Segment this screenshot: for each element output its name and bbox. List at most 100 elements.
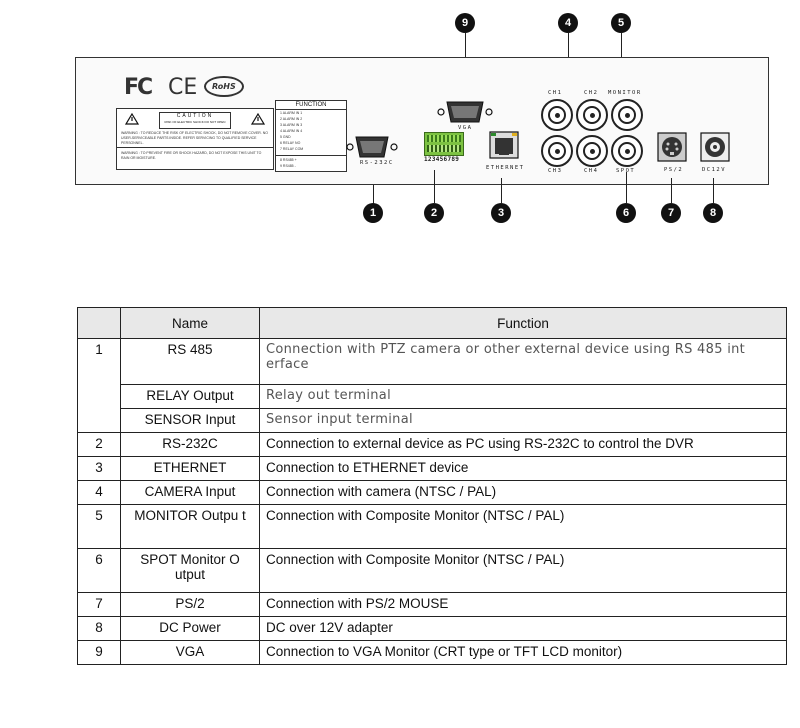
row-number: 3	[77, 456, 121, 481]
ch4-bnc-icon	[576, 135, 608, 167]
terminal-screws	[427, 135, 461, 142]
row-name: RELAY Output	[120, 384, 260, 409]
ethernet-port-icon	[489, 131, 519, 159]
row-function: Sensor input terminal	[259, 408, 787, 433]
function-row: 5 GND	[280, 135, 291, 139]
row-function: Connection to ETHERNET device	[259, 456, 787, 481]
table-header-row: Name Function	[77, 307, 787, 339]
header-number	[77, 307, 121, 339]
terminal-numbers: 123456789	[424, 156, 460, 163]
table-row: 4 CAMERA Input Connection with camera (N…	[77, 480, 787, 505]
fcc-logo: FC	[124, 75, 153, 100]
header-function: Function	[259, 307, 787, 339]
row-number: 7	[77, 592, 121, 617]
ps2-port-icon	[657, 132, 687, 162]
table-row: RELAY Output Relay out terminal	[78, 384, 787, 409]
vga-connector-icon	[437, 101, 493, 123]
function-row: 7 RELAY COM	[280, 147, 304, 151]
table-row: 8 DC Power DC over 12V adapter	[77, 616, 787, 641]
row-function: Connection to VGA Monitor (CRT type or T…	[259, 640, 787, 665]
callout-3: 3	[491, 203, 511, 223]
table-body: 1 RS 485 Connection with PTZ camera or o…	[77, 338, 787, 665]
vga-label: VGA	[458, 125, 473, 131]
table-row: 6 SPOT Monitor O utput Connection with C…	[77, 548, 787, 593]
spot-label: SPOT	[616, 168, 636, 174]
table-row: 7 PS/2 Connection with PS/2 MOUSE	[77, 592, 787, 617]
callout-6: 6	[616, 203, 636, 223]
function-row: 3 ALARM IN 3	[280, 123, 303, 127]
row-name: RS 485	[120, 338, 260, 385]
callout-7: 7	[661, 203, 681, 223]
dc-power-jack-icon	[700, 132, 730, 162]
row-function: Connection with camera (NTSC / PAL)	[259, 480, 787, 505]
function-row: 4 ALARM IN 4	[280, 129, 303, 133]
row-name: SPOT Monitor O utput	[120, 548, 260, 593]
callout-5: 5	[611, 13, 631, 33]
ch4-label: CH4	[584, 168, 599, 174]
ch3-bnc-icon	[541, 135, 573, 167]
table-row: 5 MONITOR Outpu t Connection with Compos…	[77, 504, 787, 549]
function-box-divider	[276, 155, 346, 156]
caution-box: CAUTION RISK OF ELECTRIC SHOCK DO NOT OP…	[159, 112, 231, 129]
function-row: 1 ALARM IN 1	[280, 111, 303, 115]
row-number: 5	[77, 504, 121, 549]
function-row: 6 RELAY NO	[280, 141, 301, 145]
function-row: 9 RS485 -	[280, 164, 296, 168]
ch3-label: CH3	[548, 168, 563, 174]
row-function: Relay out terminal	[259, 384, 787, 409]
row-name: VGA	[120, 640, 260, 665]
callout-4: 4	[558, 13, 578, 33]
table-header: Name Function	[77, 307, 787, 339]
warning-triangle-icon	[251, 113, 265, 125]
ch1-label: CH1	[548, 90, 563, 96]
ch2-bnc-icon	[576, 99, 608, 131]
callout-7-line	[671, 178, 672, 203]
ethernet-label: ETHERNET	[486, 165, 525, 171]
row-number: 6	[77, 548, 121, 593]
row-name: MONITOR Outpu t	[120, 504, 260, 549]
caution-warning-1: WARNING : TO REDUCE THE RISK OF ELECTRIC…	[121, 131, 269, 145]
row-name: ETHERNET	[120, 456, 260, 481]
ce-logo: CE	[168, 75, 198, 100]
caution-warning-2: WARNING : TO PREVENT FIRE OR SHOCK HAZAR…	[121, 151, 262, 160]
callout-3-line	[501, 178, 502, 203]
callout-8-line	[713, 178, 714, 203]
caution-label: CAUTION RISK OF ELECTRIC SHOCK DO NOT OP…	[116, 108, 274, 170]
function-box-title: FUNCTION	[276, 101, 346, 110]
row-number: 1	[77, 338, 121, 433]
row-function: Connection to external device as PC usin…	[259, 432, 787, 457]
callout-9-line	[465, 33, 466, 77]
warning-triangle-icon	[125, 113, 139, 125]
callout-9: 9	[455, 13, 475, 33]
terminal-block	[424, 132, 464, 156]
row-function: Connection with Composite Monitor (NTSC …	[259, 504, 787, 549]
row-number: 8	[77, 616, 121, 641]
row-function: Connection with PTZ camera or other exte…	[259, 338, 787, 385]
ch2-label: CH2	[584, 90, 599, 96]
ch1-bnc-icon	[541, 99, 573, 131]
function-row: 8 RS485 +	[280, 158, 297, 162]
table-row: 1 RS 485 Connection with PTZ camera or o…	[77, 338, 787, 433]
row-function: Connection with Composite Monitor (NTSC …	[259, 548, 787, 593]
row-name: CAMERA Input	[120, 480, 260, 505]
monitor-label: MONITOR	[608, 90, 642, 96]
row-function: Connection with PS/2 MOUSE	[259, 592, 787, 617]
caution-subtitle: RISK OF ELECTRIC SHOCK DO NOT OPEN	[164, 120, 226, 124]
brand-logo: RoHS	[204, 76, 244, 97]
row-name: SENSOR Input	[120, 408, 260, 433]
callout-1: 1	[363, 203, 383, 223]
table-row: 3 ETHERNET Connection to ETHERNET device	[77, 456, 787, 481]
caution-divider	[117, 147, 273, 148]
spot-bnc-icon	[611, 135, 643, 167]
row-name: DC Power	[120, 616, 260, 641]
callout-2-line	[434, 170, 435, 203]
header-name: Name	[120, 307, 260, 339]
rs232c-label: RS-232C	[360, 160, 394, 166]
callout-2: 2	[424, 203, 444, 223]
callout-6-line	[626, 172, 627, 203]
row-number: 9	[77, 640, 121, 665]
callout-8: 8	[703, 203, 723, 223]
dc12v-label: DC12V	[702, 167, 727, 173]
rs232c-connector-icon	[346, 136, 398, 158]
connector-function-table: Name Function 1 RS 485 Connection with P…	[77, 307, 787, 665]
